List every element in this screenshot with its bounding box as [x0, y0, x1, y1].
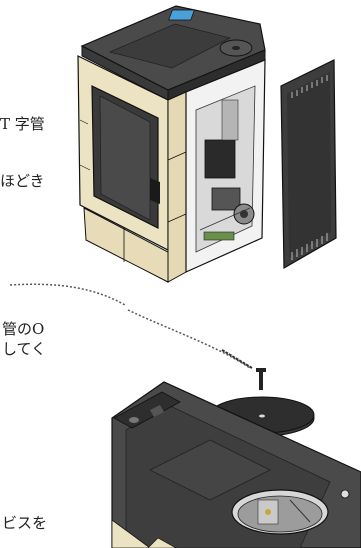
side-panel — [280, 59, 337, 270]
text-screw: ビスを — [2, 514, 48, 532]
text-oring-line2: してく — [2, 340, 47, 358]
text-t-pipe: T 字管 — [0, 115, 45, 133]
stove-top-closeup — [111, 381, 361, 548]
text-oring-line1: 管のO — [2, 320, 45, 338]
indicator-line — [9, 283, 253, 369]
stove-body — [77, 5, 266, 283]
text-unwind: ほどき — [0, 172, 45, 190]
screw — [256, 368, 266, 390]
